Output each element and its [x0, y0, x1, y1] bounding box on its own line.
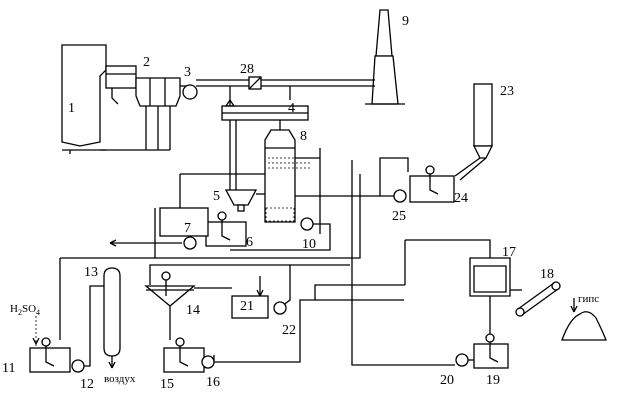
label-7: 7	[184, 221, 191, 236]
label-4: 4	[288, 101, 295, 116]
hydrocyclone	[224, 120, 265, 212]
label-12: 12	[80, 377, 94, 392]
label-16: 16	[206, 375, 220, 390]
label-19: 19	[486, 373, 500, 388]
label-1: 1	[68, 101, 75, 116]
gas-reheater	[221, 98, 309, 121]
gypsum-slurry-tank	[473, 296, 509, 369]
limestone-silo	[454, 83, 494, 181]
label-18: 18	[540, 267, 554, 282]
oxidation-column	[103, 267, 121, 369]
slurry-tank	[109, 207, 209, 250]
component-numbers: 1 2 3 4 5 6 7 8 9 10 11 12 13 14 15 16 1…	[2, 14, 554, 392]
label-3: 3	[184, 65, 191, 80]
gypsum-pile	[561, 298, 607, 341]
label-6: 6	[246, 235, 253, 250]
label-9: 9	[402, 14, 409, 29]
limestone-slurry-tank	[409, 165, 455, 203]
label-24: 24	[454, 191, 468, 206]
filtrate-tank	[231, 276, 269, 319]
label-20: 20	[440, 373, 454, 388]
label-5: 5	[213, 189, 220, 204]
label-22: 22	[282, 323, 296, 338]
label-10: 10	[302, 237, 316, 252]
air-heater	[105, 65, 137, 105]
gas-lines	[196, 79, 375, 106]
acid-pump	[71, 285, 104, 373]
conveyor	[515, 281, 561, 317]
label-8: 8	[300, 129, 307, 144]
transfer-pump	[201, 355, 215, 369]
label-15: 15	[160, 377, 174, 392]
circulation-pump	[230, 217, 331, 251]
filtrate-pump	[273, 301, 287, 315]
damper	[248, 76, 262, 90]
air-label: воздух	[104, 373, 136, 385]
label-13: 13	[84, 265, 98, 280]
thickener	[144, 271, 232, 340]
label-21: 21	[240, 299, 254, 314]
settling-tank	[163, 337, 205, 373]
gypsum-pump	[455, 353, 474, 367]
reaction-tank	[205, 211, 247, 247]
chimney-stack	[365, 9, 405, 105]
label-25: 25	[392, 209, 406, 224]
label-11: 11	[2, 361, 15, 376]
acid-tank	[29, 316, 71, 373]
label-23: 23	[500, 84, 514, 99]
label-14: 14	[186, 303, 200, 318]
label-17: 17	[502, 245, 516, 260]
absorber	[264, 120, 321, 234]
label-2: 2	[143, 55, 150, 70]
vacuum-filter	[469, 257, 522, 297]
sulfuric-acid-label: H2SO4	[10, 303, 40, 317]
label-28: 28	[240, 62, 254, 77]
gypsum-label: гипс	[578, 293, 599, 305]
electrostatic-precipitator	[100, 77, 198, 151]
limestone-pump	[393, 189, 407, 203]
boiler	[61, 44, 107, 154]
